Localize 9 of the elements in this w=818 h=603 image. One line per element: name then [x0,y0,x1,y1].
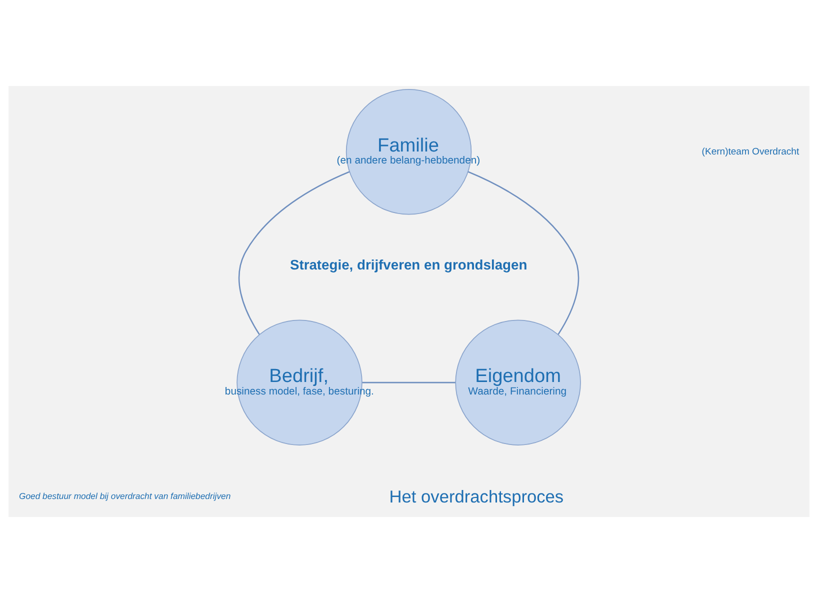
label: Goed bestuur model bij overdracht van familiebedrijven [18,491,231,502]
node-label: business model, fase, besturing. [224,386,374,398]
label: Strategie, drijfveren en grondslagen [290,256,528,273]
connector [468,171,580,335]
label: Het overdrachtsproces [389,486,564,506]
node-circle: Eigendom Waarde, Financiering [455,320,581,446]
connector [238,171,350,335]
label: (Kern)team Overdracht [702,146,800,158]
connector [362,382,456,384]
